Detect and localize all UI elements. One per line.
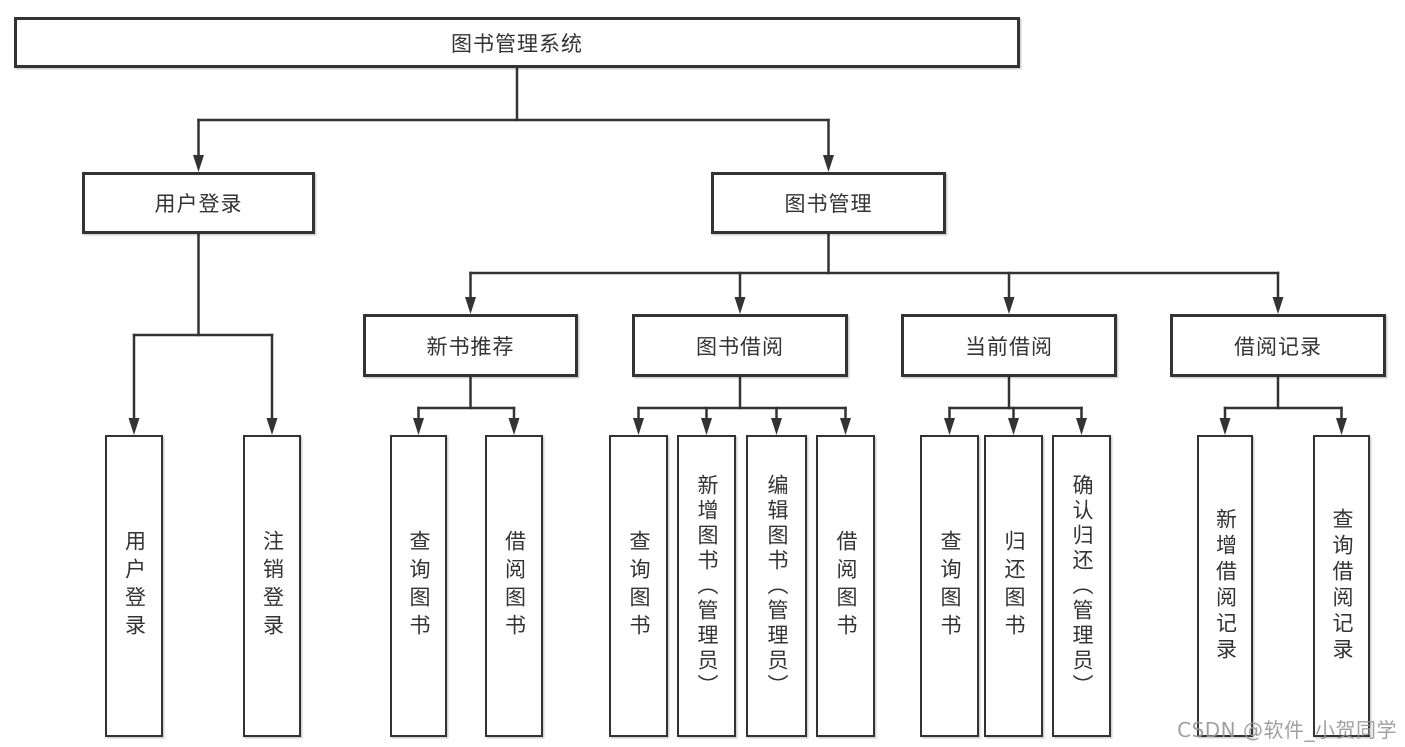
leaf-user-login-label: 用户登录 bbox=[122, 530, 147, 642]
node-root-label: 图书管理系统 bbox=[451, 31, 583, 56]
leaf-borrow-book-label: 借阅图书 bbox=[834, 530, 858, 642]
leaf-user-login: 用户登录 bbox=[105, 435, 163, 737]
leaf-add-borrow-record: 新增借阅记录 bbox=[1197, 435, 1253, 737]
leaf-current-query-book-label: 查询图书 bbox=[938, 530, 962, 642]
leaf-confirm-return-admin-label: 确认归还（管理员） bbox=[1070, 473, 1094, 699]
node-user-login-label: 用户登录 bbox=[154, 192, 243, 216]
node-book-borrow-label: 图书借阅 bbox=[696, 334, 784, 359]
leaf-rec-borrow-book: 借阅图书 bbox=[485, 435, 543, 737]
node-borrow-records: 借阅记录 bbox=[1170, 314, 1386, 377]
leaf-rec-query-book-label: 查询图书 bbox=[407, 530, 431, 642]
node-current-borrow-label: 当前借阅 bbox=[965, 334, 1053, 359]
leaf-borrow-book: 借阅图书 bbox=[816, 435, 875, 737]
node-book-borrow: 图书借阅 bbox=[632, 314, 848, 377]
leaf-query-borrow-record: 查询借阅记录 bbox=[1313, 435, 1370, 737]
leaf-add-book-admin: 新增图书（管理员） bbox=[677, 435, 736, 737]
leaf-confirm-return-admin: 确认归还（管理员） bbox=[1052, 435, 1111, 737]
leaf-logout-label: 注销登录 bbox=[260, 530, 285, 642]
node-current-borrow: 当前借阅 bbox=[901, 314, 1117, 377]
node-root: 图书管理系统 bbox=[14, 17, 1020, 68]
leaf-logout: 注销登录 bbox=[243, 435, 301, 737]
leaf-add-book-admin-label: 新增图书（管理员） bbox=[695, 473, 719, 699]
leaf-query-borrow-record-label: 查询借阅记录 bbox=[1330, 508, 1354, 664]
leaf-return-book: 归还图书 bbox=[984, 435, 1043, 737]
leaf-add-borrow-record-label: 新增借阅记录 bbox=[1213, 508, 1238, 664]
node-new-book-rec-label: 新书推荐 bbox=[426, 334, 515, 359]
leaf-borrow-query-book: 查询图书 bbox=[609, 435, 668, 737]
leaf-current-query-book: 查询图书 bbox=[920, 435, 979, 737]
leaf-rec-borrow-book-label: 借阅图书 bbox=[502, 530, 527, 642]
leaf-edit-book-admin-label: 编辑图书（管理员） bbox=[765, 473, 789, 699]
leaf-borrow-query-book-label: 查询图书 bbox=[627, 530, 651, 642]
csdn-watermark: CSDN @软件_小贺同学 bbox=[1177, 718, 1397, 742]
leaf-edit-book-admin: 编辑图书（管理员） bbox=[746, 435, 807, 737]
node-book-mgmt-label: 图书管理 bbox=[784, 192, 873, 216]
node-user-login: 用户登录 bbox=[82, 172, 315, 234]
leaf-rec-query-book: 查询图书 bbox=[390, 435, 447, 737]
leaf-return-book-label: 归还图书 bbox=[1002, 530, 1026, 642]
node-book-mgmt: 图书管理 bbox=[711, 172, 946, 234]
node-new-book-rec: 新书推荐 bbox=[363, 314, 578, 377]
node-borrow-records-label: 借阅记录 bbox=[1234, 334, 1322, 359]
